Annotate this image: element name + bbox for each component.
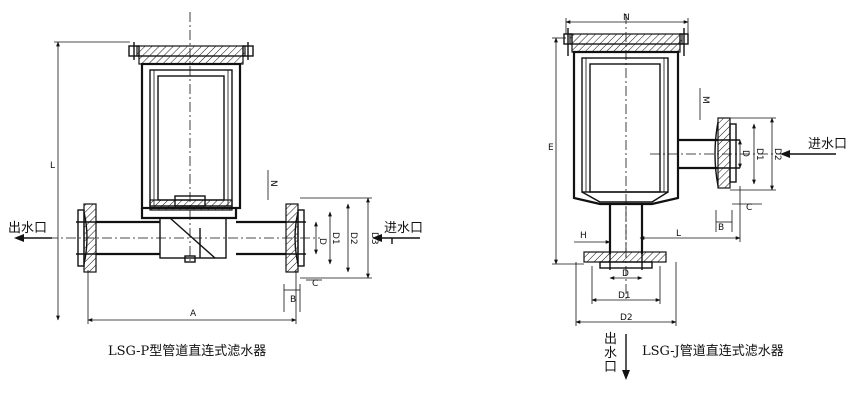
dim-a: A	[190, 309, 197, 319]
dim-d: D	[317, 238, 327, 245]
outlet-arrow-icon	[14, 234, 24, 242]
dim-l-left: L	[50, 161, 55, 171]
dim-d2-right: D2	[772, 148, 782, 161]
dim-n-right: N	[623, 13, 630, 23]
dim-d1: D1	[330, 232, 340, 245]
left-caption: LSG-P型管道直连式滤水器	[108, 343, 266, 359]
dim-c-right: C	[746, 203, 752, 213]
dim-d2-bottom: D2	[620, 313, 633, 323]
dim-d1-right: D1	[754, 148, 764, 161]
dim-h: H	[580, 231, 587, 241]
dim-n-left: N	[268, 180, 278, 187]
inlet-arrow-icon	[372, 234, 382, 242]
dim-d-right: D	[740, 150, 750, 157]
left-inlet-label: 进水口	[384, 221, 423, 236]
lsg-j-drawing: E N D D1 D2 M C B L H D	[548, 13, 847, 380]
lsg-p-drawing: L A D D1 D2 D3 N B C 出水口 进水口	[8, 12, 423, 324]
dim-d2: D2	[348, 232, 358, 245]
right-outlet-label: 出 水 口	[604, 332, 621, 375]
dim-c-left: C	[312, 279, 318, 289]
dim-l-right: L	[676, 229, 681, 239]
dim-b-left: B	[290, 295, 296, 305]
dim-m: M	[700, 96, 710, 104]
dim-b-right: B	[718, 223, 724, 233]
left-outlet-label: 出水口	[8, 221, 47, 236]
right-outlet-arrow-icon	[622, 370, 630, 380]
right-inlet-label: 进水口	[808, 137, 847, 152]
dim-d1-bottom: D1	[618, 291, 631, 301]
dim-e: E	[548, 143, 554, 153]
dim-d-bottom: D	[622, 269, 629, 279]
right-inlet-arrow-icon	[780, 150, 790, 158]
right-caption: LSG-J管道直连式滤水器	[642, 343, 784, 359]
